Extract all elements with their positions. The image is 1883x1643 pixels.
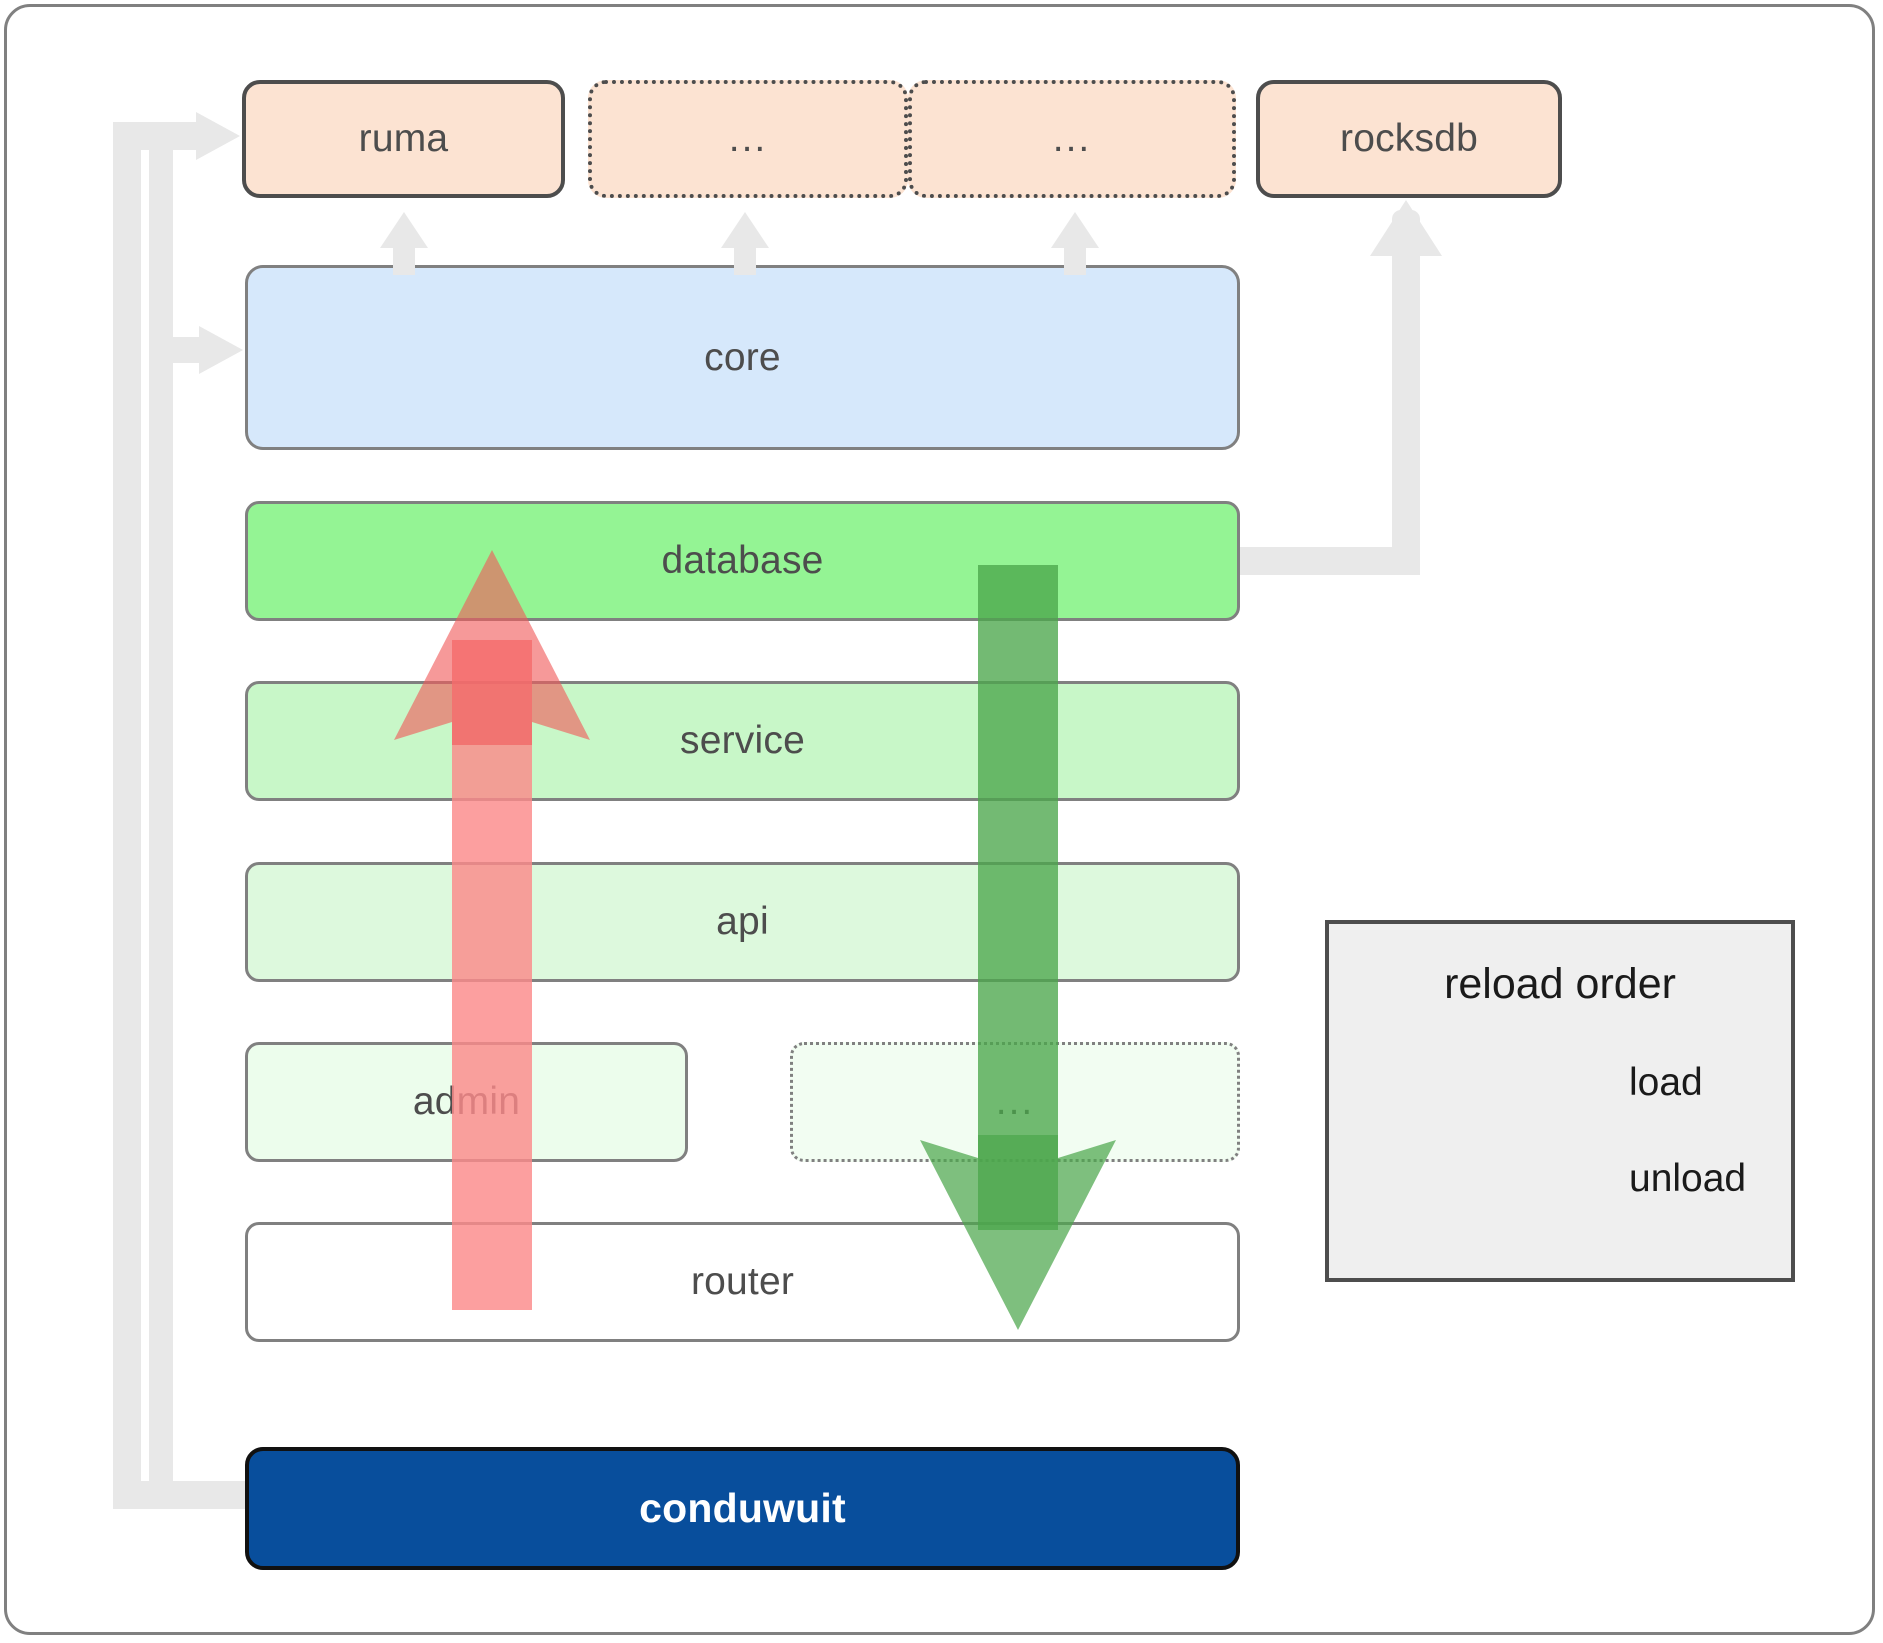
node-core-label: core: [704, 335, 781, 379]
node-admin-label: admin: [412, 1080, 521, 1123]
node-conduwuit-label: conduwuit: [639, 1485, 846, 1531]
node-router-label: router: [690, 1260, 795, 1303]
connector-conduwuit-to-ruma-horizontal: [113, 1481, 253, 1509]
node-core[interactable]: core: [245, 265, 1240, 450]
node-ruma-label: ruma: [358, 117, 449, 160]
node-top-placeholder-1-label: ...: [728, 117, 768, 161]
legend-panel: reload order load unload: [1325, 920, 1795, 1282]
node-top-placeholder-1[interactable]: ...: [588, 80, 908, 198]
connector-conduwuit-to-ruma-vertical: [113, 122, 141, 1509]
node-rocksdb[interactable]: rocksdb: [1256, 80, 1562, 198]
connector-database-to-rocksdb-horizontal: [1232, 547, 1420, 575]
node-top-placeholder-2[interactable]: ...: [908, 80, 1236, 198]
node-top-placeholder-2-label: ...: [1052, 117, 1092, 161]
diagram-outer-frame: [4, 4, 1875, 1635]
connector-database-to-rocksdb-vertical: [1392, 210, 1420, 575]
node-admin[interactable]: admin: [245, 1042, 688, 1162]
legend-title: reload order: [1444, 960, 1676, 1008]
node-ruma[interactable]: ruma: [242, 80, 565, 198]
node-layer-placeholder[interactable]: ...: [790, 1042, 1240, 1162]
legend-label-unload: unload: [1629, 1157, 1747, 1200]
node-api-label: api: [716, 900, 769, 943]
node-database[interactable]: database: [245, 501, 1240, 621]
connector-core-branch-horizontal: [149, 337, 215, 363]
node-router[interactable]: router: [245, 1222, 1240, 1342]
legend-label-load: load: [1629, 1061, 1703, 1104]
node-database-label: database: [661, 539, 824, 582]
node-api[interactable]: api: [245, 862, 1240, 982]
node-service-label: service: [680, 719, 805, 762]
node-service[interactable]: service: [245, 681, 1240, 801]
node-layer-placeholder-label: ...: [995, 1080, 1035, 1124]
node-rocksdb-label: rocksdb: [1340, 117, 1478, 160]
node-conduwuit[interactable]: conduwuit: [245, 1447, 1240, 1570]
